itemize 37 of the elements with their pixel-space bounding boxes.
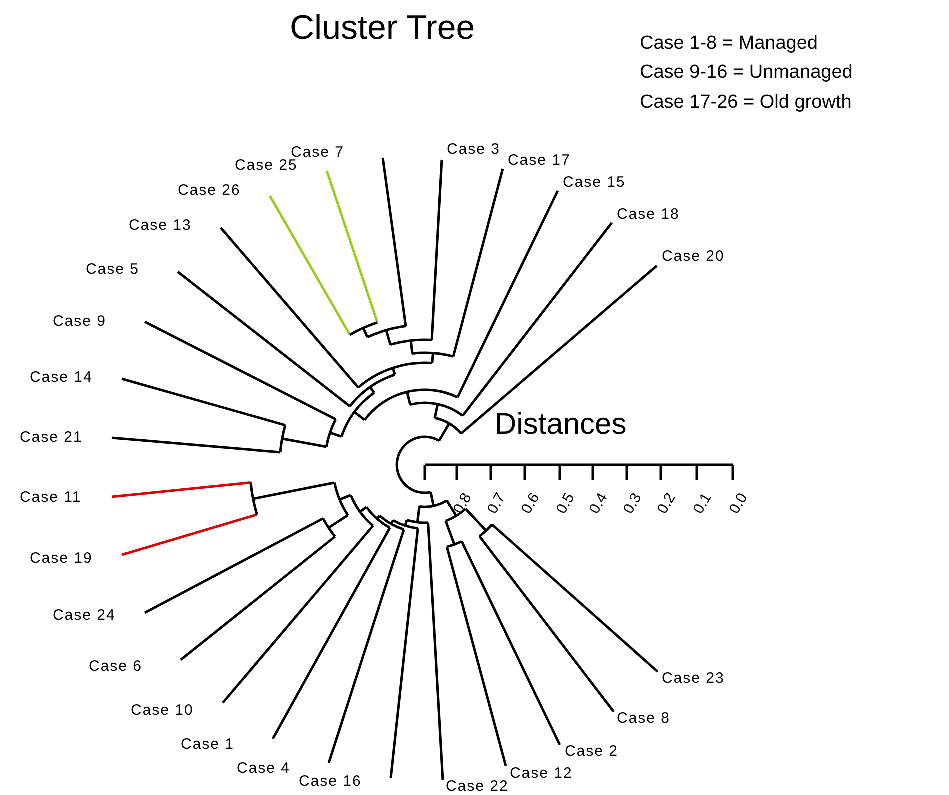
tick-label: 0.1 [691, 490, 716, 517]
case-label: Case 17 [508, 152, 571, 170]
tick-label: 0.7 [485, 490, 510, 517]
case-label: Case 6 [89, 658, 143, 676]
case-label: Case 16 [299, 773, 362, 791]
tick-label: 0.6 [519, 490, 544, 517]
case-label: Case 5 [86, 261, 140, 279]
case-label: Case 21 [20, 429, 83, 447]
case-label: Case 11 [20, 489, 82, 507]
case-label: Case 3 [447, 141, 501, 159]
case-label: Case 12 [510, 765, 573, 783]
case-label: Case 1 [181, 736, 235, 754]
tick-label: 0.3 [621, 490, 646, 517]
tick-label: 0.5 [554, 490, 578, 517]
case-label: Case 26 [178, 182, 241, 200]
case-label: Case 23 [662, 670, 725, 688]
case-label: Case 19 [30, 550, 93, 568]
tick-label: 0.2 [655, 490, 680, 517]
case-label: Case 20 [662, 248, 725, 266]
case-label: Case 8 [617, 710, 671, 728]
case-label: Case 14 [30, 369, 93, 387]
chart-title: Cluster Tree [290, 8, 476, 48]
case-label: Case 13 [129, 217, 192, 235]
case-label: Case 4 [237, 760, 291, 778]
case-label: Case 22 [446, 778, 509, 795]
tick-label: 0.0 [727, 490, 752, 517]
legend-text: Case 9-16 = Unmanaged [640, 62, 853, 84]
case-label: Case 10 [131, 702, 194, 720]
legend-text: Case 17-26 = Old growth [640, 92, 852, 114]
axis-title: Distances [495, 408, 627, 442]
case-label: Case 24 [53, 607, 116, 625]
case-label: Case 18 [617, 206, 680, 224]
legend-text: Case 1-8 = Managed [640, 33, 818, 55]
case-label: Case 15 [563, 174, 626, 192]
tick-label: 0.4 [587, 490, 612, 517]
case-label: Case 9 [53, 313, 107, 331]
case-label: Case 2 [565, 743, 619, 761]
